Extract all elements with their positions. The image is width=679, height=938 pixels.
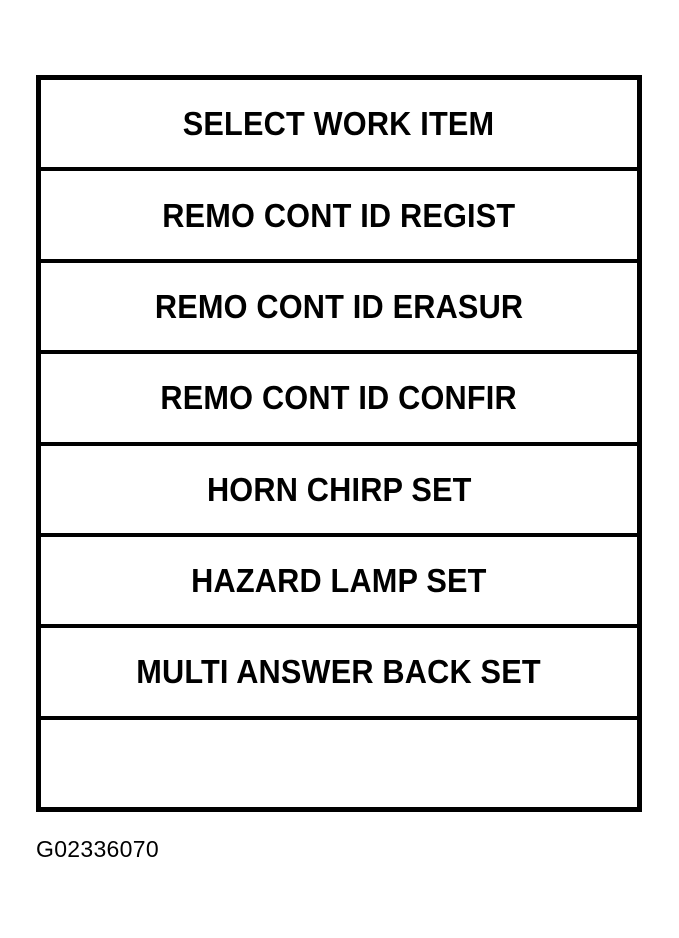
figure-caption: G02336070 (36, 836, 159, 862)
menu-row-horn-chirp-set[interactable]: HORN CHIRP SET (41, 445, 637, 537)
menu-row-multi-answer-back-set[interactable]: MULTI ANSWER BACK SET (41, 628, 637, 720)
menu-row-label: REMO CONT ID CONFIR (160, 379, 518, 417)
menu-row-label: HORN CHIRP SET (206, 470, 472, 508)
menu-row-select-work-item[interactable]: SELECT WORK ITEM (41, 80, 637, 172)
menu-row-hazard-lamp-set[interactable]: HAZARD LAMP SET (41, 536, 637, 629)
menu-row-empty[interactable] (41, 719, 637, 807)
select-work-item-menu: SELECT WORK ITEM REMO CONT ID REGIST REM… (36, 75, 642, 812)
menu-row-remo-cont-id-regist[interactable]: REMO CONT ID REGIST (41, 171, 637, 263)
menu-row-label: REMO CONT ID ERASUR (154, 287, 524, 325)
menu-row-remo-cont-id-erasur[interactable]: REMO CONT ID ERASUR (41, 262, 637, 355)
menu-row-label: SELECT WORK ITEM (183, 105, 495, 143)
menu-row-label: MULTI ANSWER BACK SET (136, 653, 542, 691)
menu-row-label: HAZARD LAMP SET (191, 562, 487, 600)
menu-row-remo-cont-id-confir[interactable]: REMO CONT ID CONFIR (41, 354, 637, 446)
menu-row-label: REMO CONT ID REGIST (162, 196, 516, 234)
